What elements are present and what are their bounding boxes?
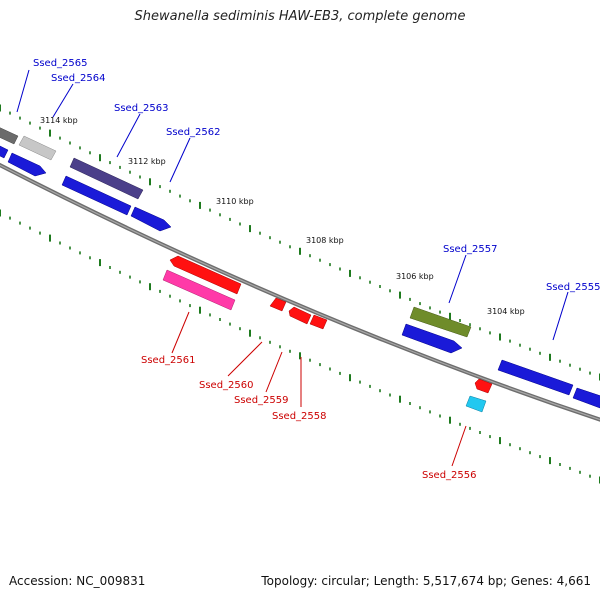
gene-label-ssed-2556[interactable]: Ssed_2556: [422, 470, 477, 481]
gene-box-ssed-2557[interactable]: [409, 306, 472, 338]
scale-label-3112: 3112 kbp: [128, 157, 166, 166]
gene-box-ssed-2564[interactable]: [18, 135, 57, 161]
page-title: Shewanella sediminis HAW-EB3, complete g…: [134, 9, 466, 24]
gene-box-ssed-2561-lower[interactable]: [162, 269, 236, 311]
gene-label-ssed-2564[interactable]: Ssed_2564: [51, 73, 106, 84]
gene-label-ssed-2557[interactable]: Ssed_2557: [443, 244, 498, 255]
scale-label-3114: 3114 kbp: [40, 116, 78, 125]
gene-box-ssed-2565[interactable]: [0, 124, 19, 145]
scale-label-3110: 3110 kbp: [216, 197, 254, 206]
gene-box-ssed-2562[interactable]: [130, 206, 172, 232]
gene-box-ssed-2558[interactable]: [309, 314, 328, 330]
gene-label-ssed-2562[interactable]: Ssed_2562: [166, 127, 221, 138]
gene-box-ssed-2559[interactable]: [288, 306, 312, 325]
gene-box-ssed-2555-cont[interactable]: [572, 387, 600, 409]
scale-track-upper: [0, 104, 600, 381]
gene-box-ssed-2561[interactable]: [169, 255, 242, 295]
scale-labels: 3114 kbp 3112 kbp 3110 kbp 3108 kbp 3106…: [40, 116, 525, 316]
gene-label-ssed-2565[interactable]: Ssed_2565: [33, 58, 88, 69]
gene-box-ssed-2556[interactable]: [474, 378, 493, 394]
genome-summary-text: Topology: circular; Length: 5,517,674 bp…: [261, 574, 591, 588]
gene-labels: Ssed_2565 Ssed_2564 Ssed_2563 Ssed_2562 …: [33, 58, 600, 481]
accession-text: Accession: NC_009831: [9, 574, 146, 588]
scale-track-lower: [0, 209, 600, 484]
gene-label-ssed-2558[interactable]: Ssed_2558: [272, 411, 327, 422]
gene-label-ssed-2559[interactable]: Ssed_2559: [234, 395, 289, 406]
label-leader-lines: [16, 69, 569, 467]
gene-label-ssed-2560[interactable]: Ssed_2560: [199, 380, 254, 391]
gene-box-ssed-2563[interactable]: [69, 157, 144, 200]
scale-label-3106: 3106 kbp: [396, 272, 434, 281]
gene-box-ssed-2563-lower[interactable]: [61, 175, 132, 216]
reverse-gene-features: [162, 255, 493, 413]
gene-label-ssed-2563[interactable]: Ssed_2563: [114, 103, 169, 114]
gene-box-ssed-2560[interactable]: [269, 297, 287, 312]
gene-box-ssed-2565-lower[interactable]: [0, 142, 9, 159]
gene-label-ssed-2561[interactable]: Ssed_2561: [141, 355, 196, 366]
gene-box-ssed-2555[interactable]: [497, 359, 574, 396]
gene-box-ssed-2557-lower[interactable]: [401, 323, 463, 354]
scale-label-3104: 3104 kbp: [487, 307, 525, 316]
gene-box-ssed-2564-lower[interactable]: [7, 152, 47, 177]
scale-label-3108: 3108 kbp: [306, 236, 344, 245]
forward-gene-features: [0, 124, 600, 409]
gene-box-ssed-2556-lower[interactable]: [465, 395, 487, 413]
genome-backbone: [0, 162, 600, 422]
gene-label-ssed-2555[interactable]: Ssed_2555: [546, 282, 600, 293]
